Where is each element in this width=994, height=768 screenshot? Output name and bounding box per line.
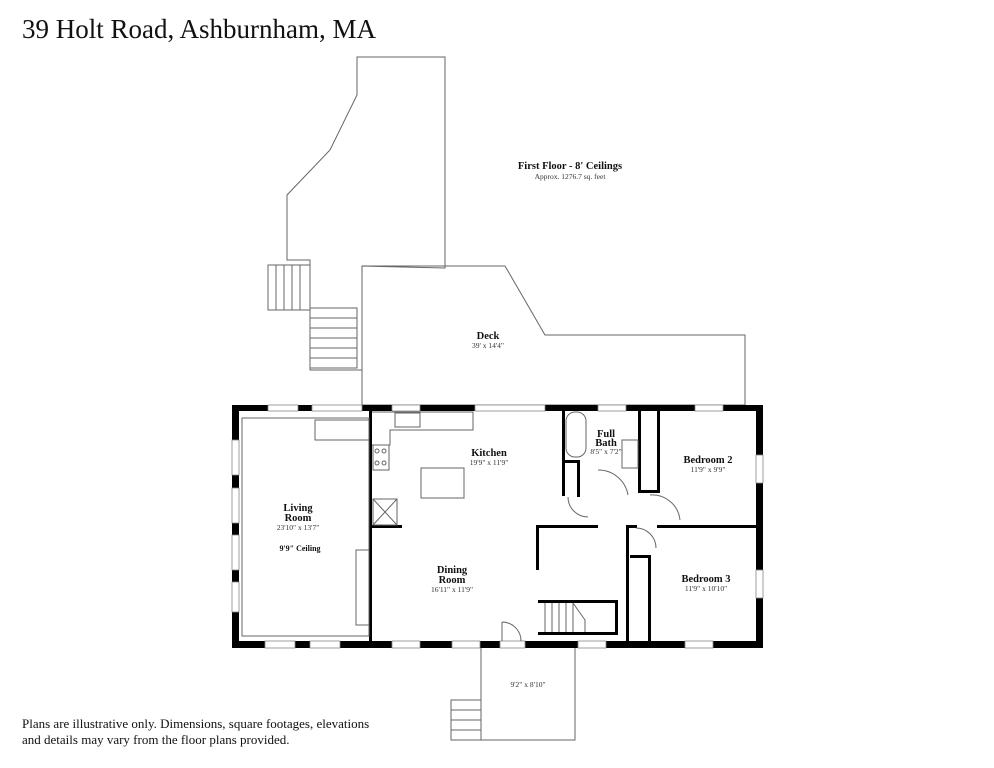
kitchen-label: Kitchen <box>471 448 507 459</box>
bedroom3-dims: 11'9" x 10'10" <box>685 584 727 593</box>
living-room-label-2: Room <box>285 513 312 524</box>
deck-stairs-upper <box>267 264 311 311</box>
floor-area: Approx. 1276.7 sq. feet <box>535 172 607 181</box>
floor-name: First Floor - 8' Ceilings <box>518 161 622 172</box>
porch-dims: 9'2" x 8'10" <box>510 680 545 689</box>
deck-dims: 39' x 14'4" <box>472 341 504 350</box>
staircase <box>544 602 586 632</box>
porch-stairs <box>450 699 482 741</box>
bath-label-2: Bath <box>595 438 617 449</box>
dining-room-label-1: Dining <box>437 565 468 576</box>
porch-outline <box>480 646 576 741</box>
bath-label-1: Full <box>597 429 615 440</box>
bedroom3-label: Bedroom 3 <box>681 574 730 585</box>
living-room-dims: 23'10" x 13'7" <box>277 523 320 532</box>
living-room-label-1: Living <box>283 503 313 514</box>
disclaimer: Plans are illustrative only. Dimensions,… <box>22 716 370 747</box>
deck-stairs-lower <box>309 307 358 369</box>
living-room-outline <box>241 417 370 637</box>
bath-dims: 8'5" x 7'2" <box>590 447 621 456</box>
deck-label: Deck <box>477 331 500 342</box>
kitchen-fixtures <box>241 411 681 642</box>
upper-deck-outline <box>286 56 446 371</box>
bedroom2-dims: 11'9" x 9'9" <box>691 465 726 474</box>
dining-room-dims: 16'11" x 11'9" <box>431 585 473 594</box>
kitchen-dims: 19'9" x 11'9" <box>470 458 509 467</box>
dining-room-label-2: Room <box>439 575 466 586</box>
bedroom2-label: Bedroom 2 <box>683 455 732 466</box>
kitchen-island <box>420 467 465 499</box>
exterior-walls <box>231 404 764 649</box>
deck-outline <box>361 265 746 406</box>
page-title: 39 Holt Road, Ashburnham, MA <box>22 14 376 44</box>
bath-sink <box>621 439 639 469</box>
living-room-ceiling: 9'9" Ceiling <box>279 544 320 553</box>
interior-walls <box>369 411 757 641</box>
bathtub <box>565 411 587 458</box>
